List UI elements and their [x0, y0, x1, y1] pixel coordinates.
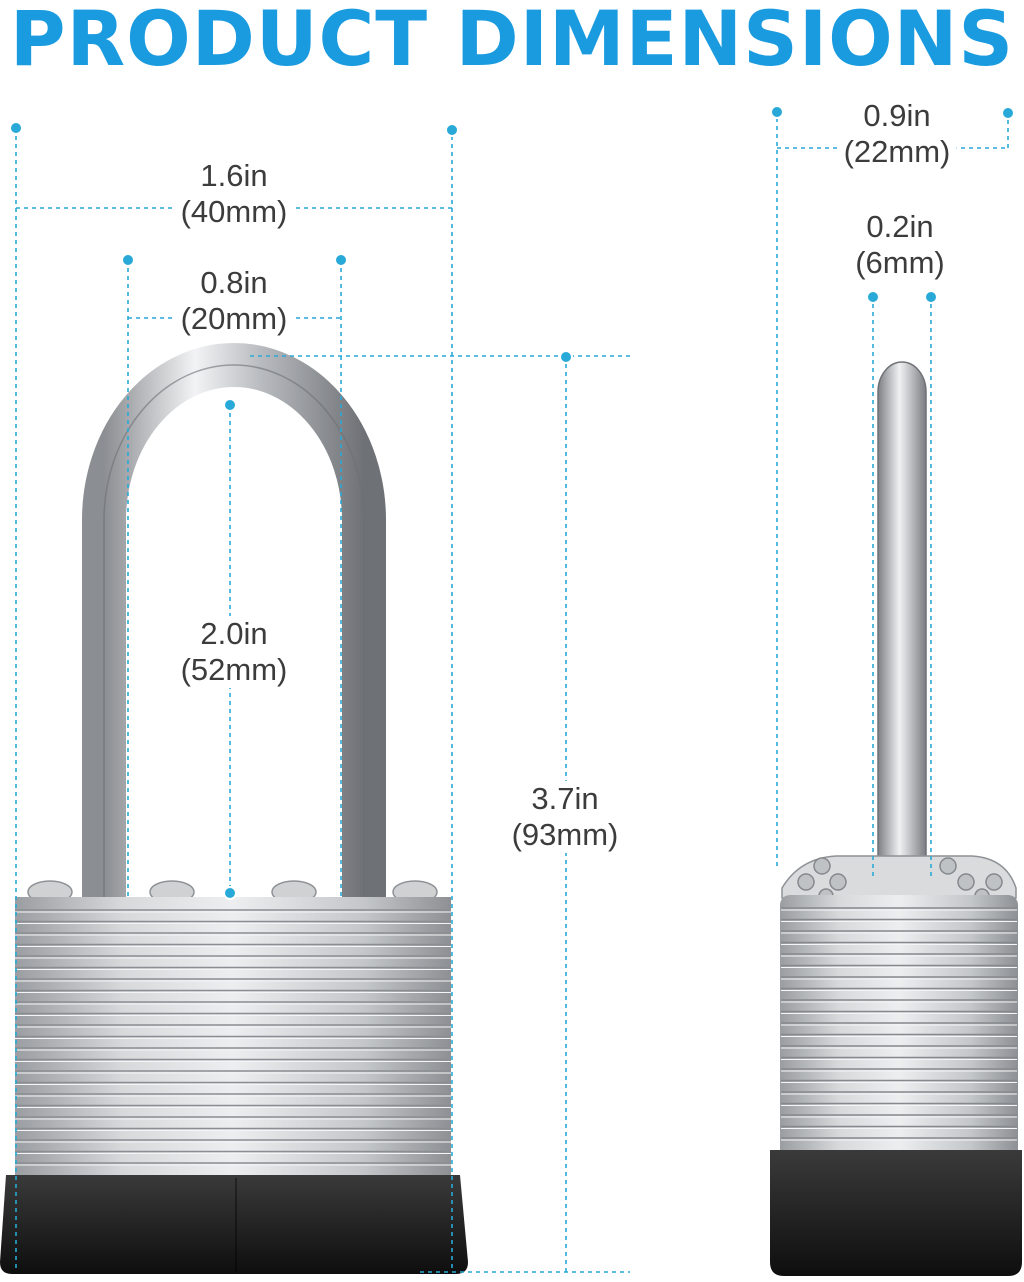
dimension-marker	[223, 398, 237, 412]
dimension-marker	[223, 886, 237, 900]
page-title: PRODUCT DIMENSIONS	[9, 0, 1015, 83]
label-body-width-inch: 1.6in	[200, 158, 268, 193]
label-shackle-gap: 0.8in (20mm)	[174, 265, 294, 337]
label-shackle-diameter: 0.2in (6mm)	[849, 209, 951, 281]
label-body-width: 1.6in (40mm)	[174, 158, 294, 230]
label-total-height-inch: 3.7in	[531, 781, 599, 816]
dimension-marker	[1001, 106, 1015, 120]
dimension-marker	[121, 253, 135, 267]
label-shackle-clearance-mm: (52mm)	[180, 652, 288, 687]
label-body-depth-mm: (22mm)	[843, 134, 951, 169]
label-body-depth: 0.9in (22mm)	[837, 98, 957, 170]
label-total-height: 3.7in (93mm)	[505, 781, 625, 853]
dimension-marker	[334, 253, 348, 267]
label-body-depth-inch: 0.9in	[863, 98, 931, 133]
padlock-side-icon	[770, 361, 1022, 1276]
dimension-marker	[924, 290, 938, 304]
label-shackle-clearance-inch: 2.0in	[200, 616, 268, 651]
label-shackle-diameter-inch: 0.2in	[866, 209, 934, 244]
dimension-marker	[445, 123, 459, 137]
label-body-width-mm: (40mm)	[180, 194, 288, 229]
label-shackle-diameter-mm: (6mm)	[855, 245, 945, 280]
dimension-marker	[770, 105, 784, 119]
label-shackle-gap-mm: (20mm)	[180, 301, 288, 336]
label-shackle-gap-inch: 0.8in	[200, 265, 268, 300]
dimension-marker	[9, 121, 23, 135]
dimension-marker	[866, 290, 880, 304]
label-shackle-clearance: 2.0in (52mm)	[174, 616, 294, 688]
label-total-height-mm: (93mm)	[511, 817, 619, 852]
dimension-marker	[559, 350, 573, 364]
padlock-front-icon	[0, 343, 468, 1274]
